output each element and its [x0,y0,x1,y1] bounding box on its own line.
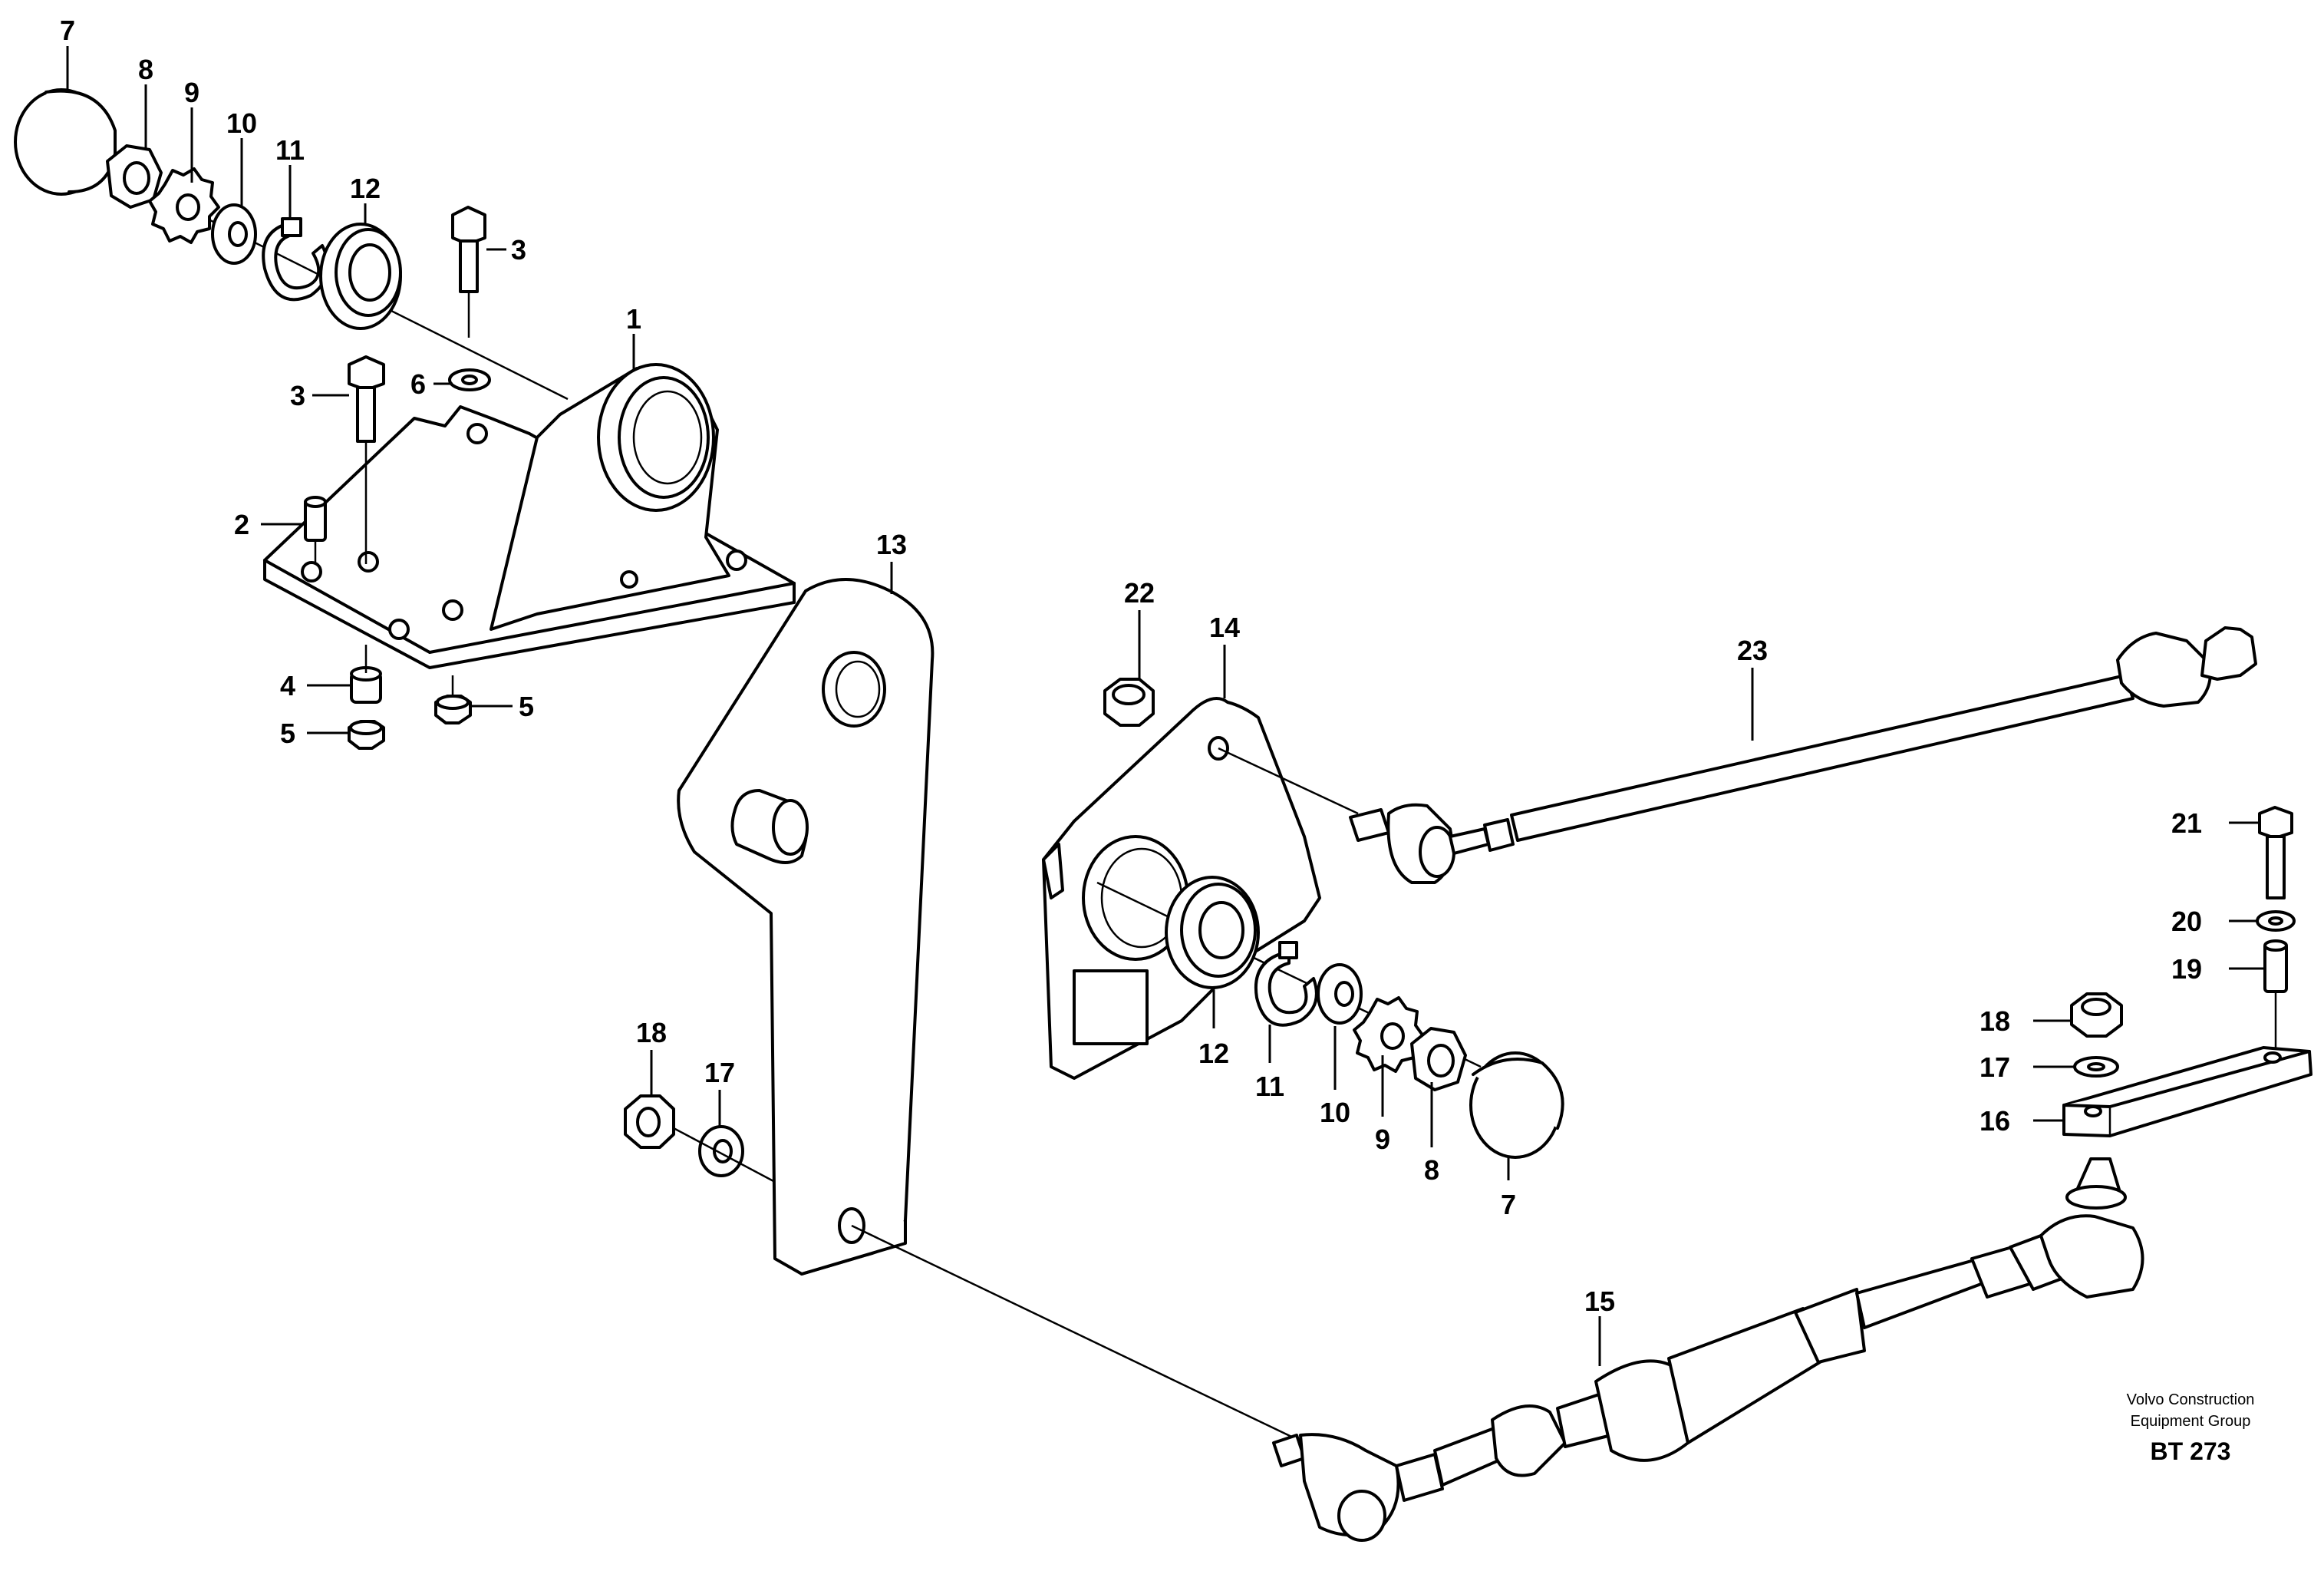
callout-17: 17 [1980,1051,2010,1083]
callout-20: 20 [2171,906,2202,937]
callout-11: 11 [275,134,305,166]
callout-8: 8 [138,54,153,85]
part-14-plate [1042,697,1482,1080]
callout-11: 11 [1255,1071,1284,1102]
callout-1: 1 [626,303,641,335]
part-7-cap-top [14,88,117,196]
part-17-washer-left [673,1125,776,1183]
callout-23: 23 [1737,635,1768,666]
callout-10: 10 [226,107,257,139]
callout-15: 15 [1584,1286,1615,1317]
callout-6: 6 [410,368,426,400]
callout-4: 4 [280,670,295,701]
callout-labels: 7 8 9 10 11 12 3 1 3 6 2 4 5 5 13 22 14 … [60,15,2202,1317]
callout-12: 12 [1198,1038,1229,1069]
part-5-nut-left [348,720,385,750]
callout-9: 9 [1375,1124,1390,1155]
footer-credit: Volvo Construction Equipment Group BT 27… [2127,1391,2255,1465]
part-20-washer [2256,910,2296,932]
part-21-bolt [2258,806,2293,899]
part-3-bolt-upper [451,206,486,338]
part-12-bearing-top [319,223,402,330]
callout-10: 10 [1320,1097,1350,1128]
part-12-bearing-plate [1165,876,1260,989]
callout-17: 17 [704,1057,735,1088]
callout-8: 8 [1424,1154,1439,1186]
part-9-lockwasher-top [148,167,220,244]
callout-3: 3 [511,234,526,266]
callout-14: 14 [1209,612,1240,643]
part-23-rod [1349,626,2257,884]
callout-18: 18 [636,1017,667,1048]
part-15-tie-rod [1272,1157,2144,1542]
callout-16: 16 [1980,1105,2010,1137]
part-4-spacer [350,645,382,704]
leader-lines [66,46,2265,1366]
top-bearing-stack [14,88,569,401]
part-19-spacer [2263,939,2288,1051]
callout-2: 2 [234,509,249,540]
part-16-arm [2062,1046,2312,1137]
part-8-nut-plate [1410,1027,1467,1091]
callout-7: 7 [1501,1189,1516,1220]
callout-19: 19 [2171,953,2202,985]
part-1-bracket [263,363,796,669]
part-5-nut-right [434,675,472,724]
credit-line-2: Equipment Group [2131,1413,2251,1430]
part-3-bolt-lower [348,355,385,564]
callout-3: 3 [290,380,305,411]
part-22-nut [1103,678,1155,727]
callout-13: 13 [876,529,907,560]
callout-5: 5 [280,718,295,749]
credit-line-1: Volvo Construction [2127,1391,2255,1408]
part-10-washer-plate [1317,963,1363,1025]
part-7-cap-plate [1469,1051,1564,1159]
callout-12: 12 [350,173,381,204]
callout-18: 18 [1980,1005,2010,1037]
part-18-nut-left [624,1094,675,1149]
part-11-circlip-plate [1254,941,1318,1027]
part-8-nut-top [106,144,163,209]
part-11-circlip-top [262,217,330,302]
callout-7: 7 [60,15,75,46]
part-6-washer [448,368,491,391]
part-18-nut-right [2070,992,2123,1038]
callout-5: 5 [519,691,534,722]
part-13-lever [677,578,1305,1444]
part-9-lockwasher-plate [1353,996,1425,1073]
callout-22: 22 [1124,577,1155,609]
part-17-washer-right [2073,1056,2119,1078]
part-10-washer-top [211,203,257,265]
callout-9: 9 [184,77,199,108]
part-2-pin [304,496,327,564]
callout-21: 21 [2171,807,2202,839]
figure-code: BT 273 [2151,1437,2231,1465]
